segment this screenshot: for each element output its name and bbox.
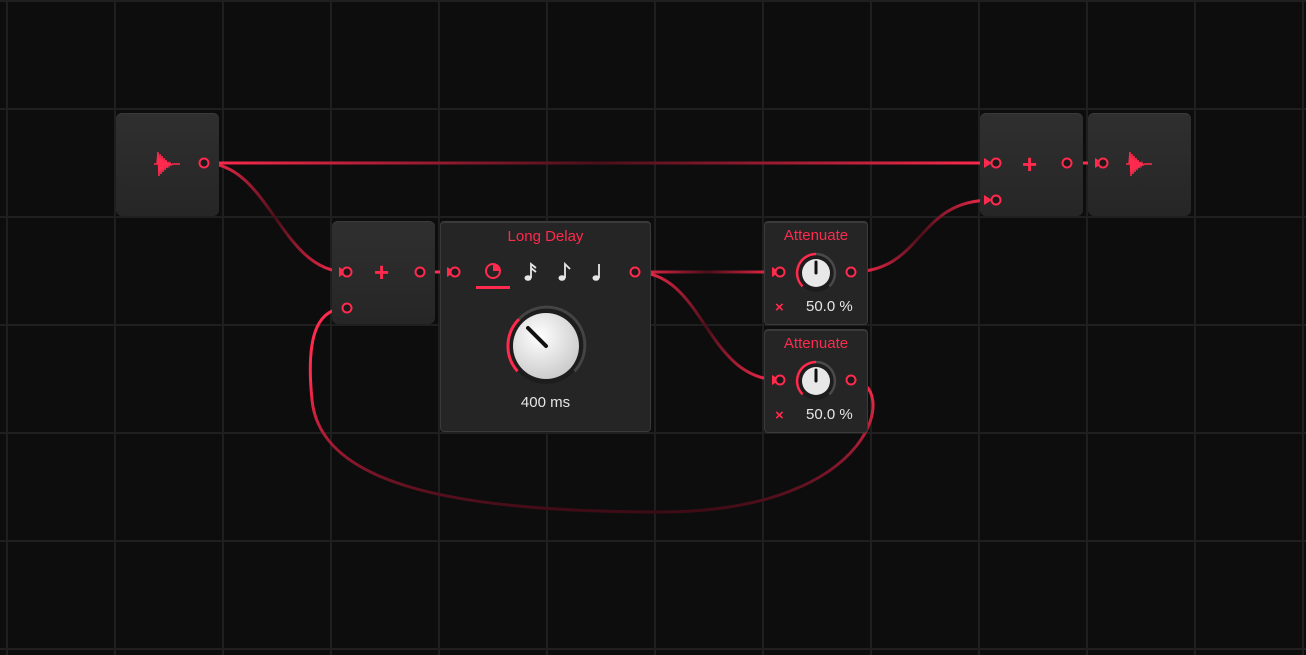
time-mode-icon[interactable]	[480, 259, 506, 285]
attenuate-title: Attenuate	[783, 335, 849, 352]
attenuate-value: 50.0 %	[806, 298, 853, 315]
active-mode-underline	[476, 286, 510, 289]
quarter-note-icon[interactable]	[586, 259, 612, 285]
eighth-note-icon[interactable]	[552, 259, 578, 285]
attenuate-title: Attenuate	[783, 227, 849, 244]
attenuate-module-bottom[interactable]: Attenuate × 50.0 %	[764, 329, 868, 433]
delay-time-value: 400 ms	[520, 394, 571, 411]
remove-button[interactable]: ×	[775, 407, 784, 424]
attenuate-knob[interactable]	[794, 252, 838, 292]
attenuate-module-top[interactable]: Attenuate × 50.0 %	[764, 221, 868, 325]
plus-icon: +	[1022, 149, 1038, 179]
plus-icon: +	[374, 257, 390, 287]
sixteenth-note-icon[interactable]	[518, 259, 544, 285]
audio-waveform-icon	[154, 151, 180, 177]
sum-module-left[interactable]: +	[332, 221, 435, 324]
attenuate-value: 50.0 %	[806, 406, 853, 423]
cable-delay-to-attenuate-bottom	[634, 270, 781, 382]
delay-time-knob[interactable]	[500, 304, 592, 388]
long-delay-title: Long Delay	[507, 228, 584, 245]
input-module[interactable]	[116, 113, 219, 216]
long-delay-module[interactable]: Long Delay 400 ms	[440, 221, 651, 432]
audio-waveform-icon	[1126, 151, 1152, 177]
output-module[interactable]	[1088, 113, 1191, 216]
attenuate-knob[interactable]	[794, 360, 838, 400]
sum-module-right[interactable]: +	[980, 113, 1083, 216]
cable-input-to-sum-left	[203, 161, 348, 274]
cable-attenuate-top-to-sum-right	[850, 198, 993, 274]
remove-button[interactable]: ×	[775, 299, 784, 316]
